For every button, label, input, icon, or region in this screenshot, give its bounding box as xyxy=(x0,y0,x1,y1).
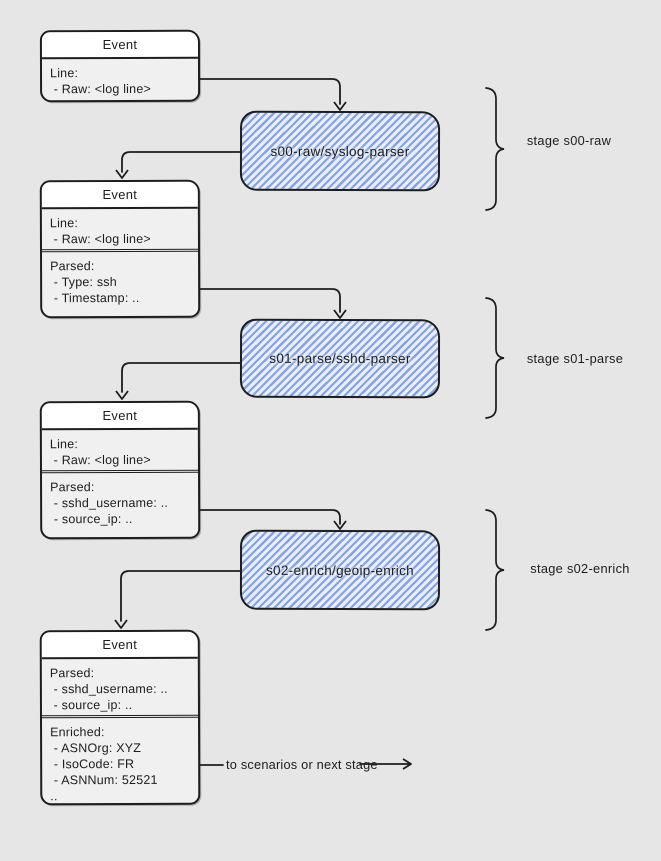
arrow-task2-to-event3 xyxy=(121,362,241,393)
arrowhead-down-icon xyxy=(333,309,347,319)
event-field: - sshd_username: .. xyxy=(50,495,169,511)
event-title: Event xyxy=(41,631,198,660)
task-node-s01: s01-parse/sshd-parser xyxy=(239,318,441,399)
event-field: Parsed: xyxy=(50,259,95,274)
event-node-3: Event Line: - Raw: <log line> Parsed: - … xyxy=(39,400,201,540)
event-field: - Type: ssh xyxy=(50,275,117,290)
task-label: s02-enrich/geoip-enrich xyxy=(265,562,415,578)
event-section-line: Line: - Raw: <log line> xyxy=(42,430,198,471)
event-title: Event xyxy=(41,402,198,431)
event-field: Parsed: xyxy=(49,666,95,681)
event-section-line: Line: - Raw: <log line> xyxy=(42,59,198,100)
event-field: - Timestamp: .. xyxy=(50,290,140,306)
event-field: Line: xyxy=(49,437,79,452)
event-field: - Raw: <log line> xyxy=(49,231,151,247)
event-field: - sshd_username: .. xyxy=(49,681,168,697)
event-field: - Raw: <log line> xyxy=(49,452,151,468)
task-node-s02: s02-enrich/geoip-enrich xyxy=(239,529,441,611)
arrowhead-down-icon xyxy=(115,390,129,400)
event-title: Event xyxy=(41,31,198,60)
event-title: Event xyxy=(41,181,198,210)
event-section-enriched: Enriched: - ASNOrg: XYZ - IsoCode: FR - … xyxy=(41,714,199,806)
event-field: .. xyxy=(50,789,58,804)
event-section-line: Line: - Raw: <log line> xyxy=(42,209,198,250)
event-section-parsed: Parsed: - sshd_username: .. - source_ip:… xyxy=(42,659,198,716)
event-node-1: Event Line: - Raw: <log line> xyxy=(39,29,201,103)
event-field: Enriched: xyxy=(50,725,105,740)
stage-label-s02: stage s02-enrich xyxy=(530,561,630,576)
stage-label-s01: stage s01-parse xyxy=(526,351,624,366)
arrowhead-down-icon xyxy=(333,101,347,111)
event-field: Line: xyxy=(50,66,79,81)
task-label: s01-parse/sshd-parser xyxy=(269,350,411,367)
arrow-event1-to-task1 xyxy=(199,78,341,105)
event-field: - Raw: <log line> xyxy=(50,81,151,97)
arrowhead-down-icon xyxy=(115,169,129,179)
stage-brace-2 xyxy=(485,297,505,419)
arrowhead-down-icon xyxy=(333,520,347,530)
arrowhead-down-icon xyxy=(114,619,128,629)
event-field: .. xyxy=(50,307,58,319)
arrow-task1-to-event2 xyxy=(121,151,241,173)
event-field: - ASNOrg: XYZ xyxy=(50,740,142,756)
event-node-4: Event Parsed: - sshd_username: .. - sour… xyxy=(39,629,201,806)
task-node-s00: s00-raw/syslog-parser xyxy=(239,110,441,192)
task-label: s00-raw/syslog-parser xyxy=(270,143,410,159)
stage-brace-3 xyxy=(485,509,505,631)
stage-brace-1 xyxy=(485,87,505,211)
event-section-parsed: Parsed: - sshd_username: .. - source_ip:… xyxy=(42,469,199,540)
event-field: Line: xyxy=(49,216,79,231)
event-field: - ASNNum: 52521 xyxy=(50,772,158,788)
stage-label-s00: stage s00-raw xyxy=(526,133,612,148)
event-field: - source_ip: .. xyxy=(50,511,133,527)
event-section-parsed: Parsed: - Type: ssh - Timestamp: .. .. xyxy=(42,248,199,319)
arrow-task3-to-event4 xyxy=(120,570,241,622)
event-field: Parsed: xyxy=(50,480,95,495)
event-field: - IsoCode: FR xyxy=(50,756,135,772)
next-stage-arrow-label: to scenarios or next stage xyxy=(226,757,378,772)
arrowhead-right-icon xyxy=(402,758,412,770)
event-field: .. xyxy=(50,528,58,540)
event-node-2: Event Line: - Raw: <log line> Parsed: - … xyxy=(39,179,201,319)
event-field: - source_ip: .. xyxy=(49,697,133,713)
arrow-event3-to-task3 xyxy=(199,509,341,525)
arrow-event2-to-task2 xyxy=(199,288,341,313)
